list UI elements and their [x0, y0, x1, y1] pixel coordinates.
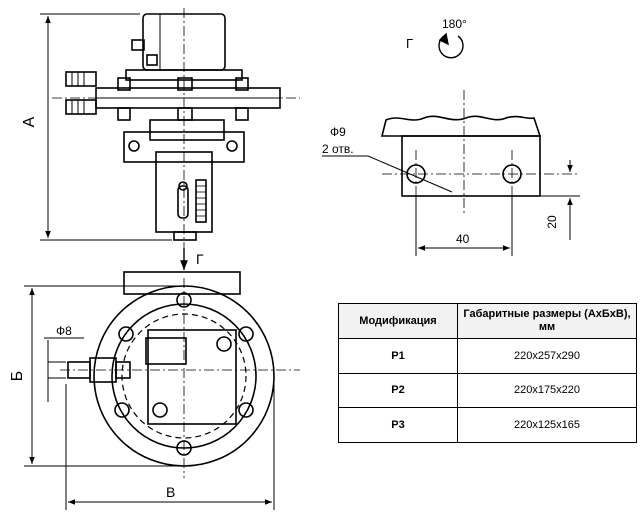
- rotation-icon: [438, 32, 464, 59]
- bottom-view: [67, 271, 275, 467]
- table-row: Р2 220x175x220: [338, 372, 637, 409]
- table-row: Р3 220x125x165: [338, 407, 637, 443]
- view-g: [380, 115, 542, 197]
- header-size: Габаритные размеры (АхБхВ), мм: [457, 303, 637, 339]
- size-cell: 220x175x220: [457, 372, 637, 409]
- dimension-a-label: А: [21, 116, 38, 127]
- cable-gland-lower: [65, 99, 97, 115]
- model-cell: Р1: [338, 338, 458, 374]
- front-view: [65, 13, 281, 241]
- hole-spacing-label: 40: [456, 232, 470, 246]
- model-cell: Р2: [338, 372, 458, 409]
- dimension-v-label: В: [166, 484, 175, 500]
- hole-count-label: 2 отв.: [322, 142, 354, 156]
- header-model: Модификация: [338, 303, 458, 339]
- size-cell: 220x125x165: [457, 407, 637, 443]
- cable-gland-upper: [65, 71, 97, 87]
- dimension-b-label: Б: [9, 371, 26, 382]
- inner-body: [147, 329, 237, 425]
- view-arrow-label: Г: [196, 251, 204, 267]
- model-cell: Р3: [338, 407, 458, 443]
- hole-diameter-label: Ф9: [330, 125, 346, 139]
- modifications-table: Модификация Габаритные размеры (АхБхВ), …: [338, 303, 637, 443]
- view-g-label: Г: [406, 36, 413, 51]
- hole-height-label: 20: [545, 215, 559, 229]
- size-cell: 220x257x290: [457, 338, 637, 374]
- small-diameter-label: Ф8: [56, 324, 72, 338]
- table-row: Р1 220x257x290: [338, 338, 637, 374]
- rotation-label: 180°: [442, 17, 467, 31]
